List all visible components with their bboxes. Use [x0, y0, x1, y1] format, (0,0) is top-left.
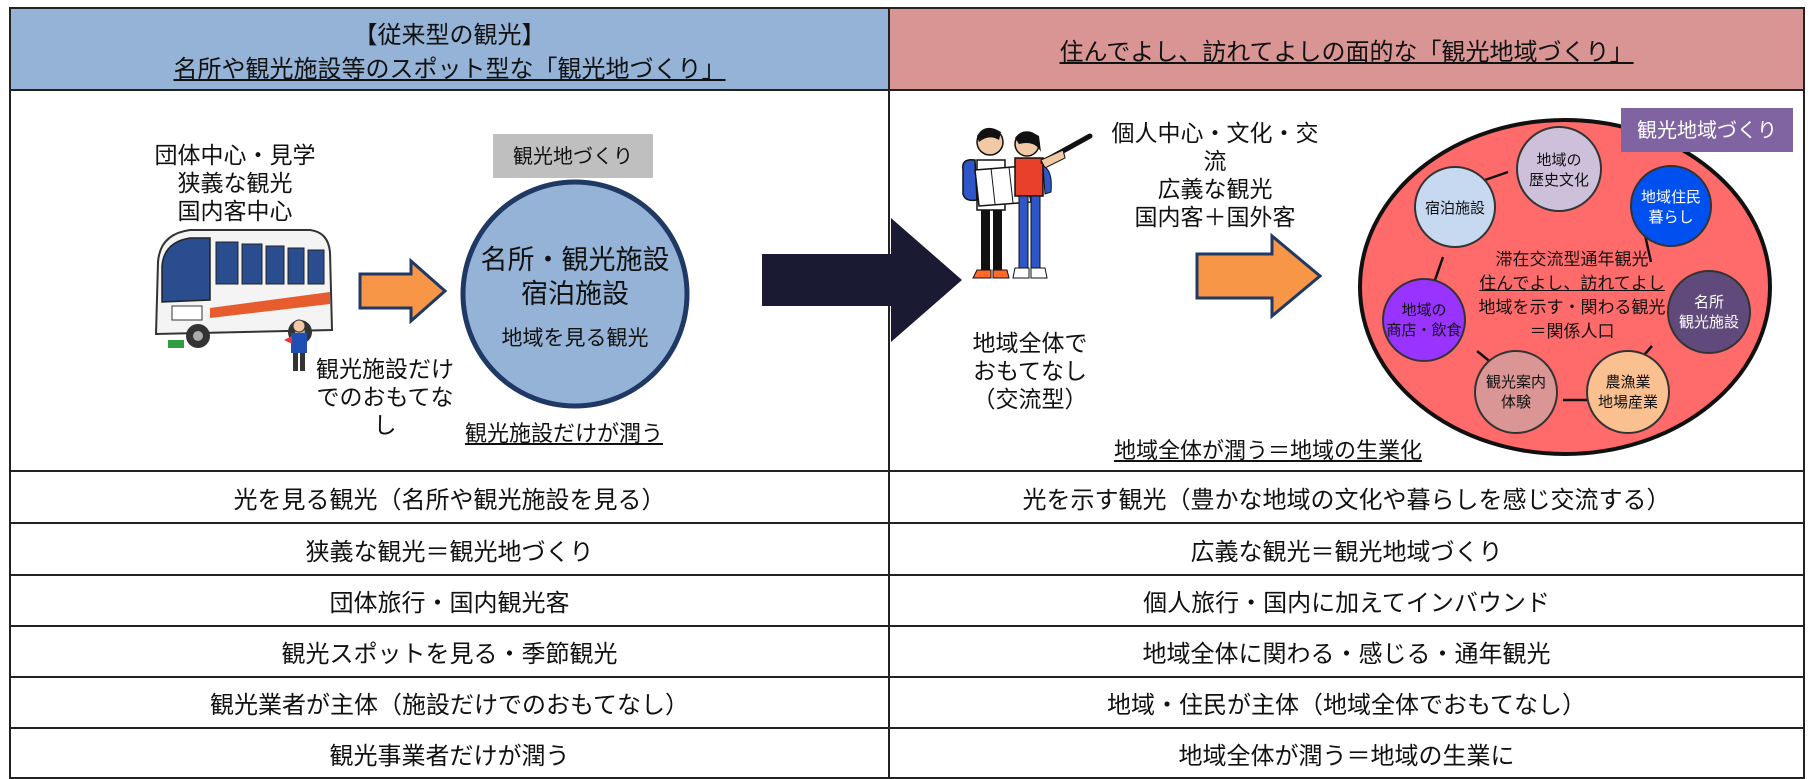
comparison-row-right: 個人旅行・国内に加えてインバウンド: [888, 574, 1805, 627]
guide-person-illustration: [284, 319, 307, 371]
left-header-subtitle: 名所や観光施設等のスポット型な「観光地づくり」: [173, 55, 726, 83]
node-residents-life-l2: 暮らし: [1648, 208, 1694, 226]
left-feature-2: 狭義な観光: [177, 171, 293, 197]
right-hospitality-line1: 地域全体で: [972, 331, 1088, 357]
left-feature-3: 国内客中心: [177, 199, 293, 225]
ring-center-line1: 滞在交流型通年観光: [1495, 250, 1649, 270]
node-residents-life-l1: 地域住民: [1640, 188, 1701, 206]
circle-line3: 地域を見る観光: [501, 326, 649, 350]
node-famous-sites-l2: 観光施設: [1678, 313, 1739, 331]
comparison-row-left: 狭義な観光＝観光地づくり: [9, 522, 890, 576]
left-diagram-panel: [9, 89, 890, 472]
travelers-illustration: [962, 127, 1093, 279]
right-feature-2: 広義な観光: [1157, 177, 1273, 203]
node-history-culture-l2: 歴史文化: [1528, 171, 1589, 189]
ring-center-line4: ＝関係人口: [1529, 322, 1615, 342]
comparison-row-left: 観光業者が主体（施設だけでのおもてなし）: [9, 676, 890, 729]
ring-center-line3: 地域を示す・関わる観光: [1478, 298, 1666, 318]
node-shops-dining-l1: 地域の: [1401, 301, 1447, 319]
ring-center-text: 滞在交流型通年観光 住んでよし、訪れてよし 地域を示す・関わる観光 ＝関係人口: [1464, 248, 1680, 344]
right-feature-3: 国内客＋国外客: [1134, 205, 1296, 231]
regional-tourism-badge: 観光地域づくり: [1621, 108, 1793, 152]
left-header-title: 【従来型の観光】: [353, 21, 546, 49]
right-features: 個人中心・文化・交流 広義な観光 国内客＋国外客: [1105, 120, 1325, 232]
left-header: 【従来型の観光】 名所や観光施設等のスポット型な「観光地づくり」: [9, 7, 890, 91]
comparison-row-right: 地域・住民が主体（地域全体でおもてなし）: [888, 676, 1805, 729]
left-features: 団体中心・見学 狭義な観光 国内客中心: [150, 142, 320, 226]
node-residents-life: 地域住民 暮らし: [1630, 165, 1712, 247]
orange-right-arrow-2: [1195, 232, 1323, 320]
right-hospitality: 地域全体で おもてなし （交流型）: [955, 330, 1105, 414]
right-header-title: 住んでよし、訪れてよしの面的な「観光地域づくり」: [1059, 38, 1634, 66]
node-tour-guide-l2: 体験: [1500, 393, 1531, 411]
right-header: 住んでよし、訪れてよしの面的な「観光地域づくり」: [888, 7, 1805, 91]
left-hospitality: 観光施設だけ でのおもてなし: [305, 356, 465, 440]
node-tour-guide-l1: 観光案内: [1485, 373, 1546, 391]
node-famous-sites: 名所 観光施設: [1667, 270, 1751, 354]
left-hospitality-line1: 観光施設だけ: [316, 357, 454, 383]
comparison-row-left: 光を見る観光（名所や観光施設を見る）: [9, 470, 890, 524]
circle-line2: 宿泊施設: [521, 279, 629, 310]
node-history-culture-l1: 地域の: [1536, 151, 1582, 169]
circle-line1: 名所・観光施設: [480, 245, 670, 276]
node-tour-guide: 観光案内 体験: [1474, 350, 1558, 434]
right-benefit: 地域全体が潤う＝地域の生業化: [1114, 439, 1423, 464]
node-agriculture-l2: 地場産業: [1597, 393, 1658, 411]
node-agriculture: 農漁業 地場産業: [1586, 350, 1670, 434]
right-hospitality-line2: おもてなし: [972, 359, 1088, 385]
node-accommodation: 宿泊施設: [1414, 166, 1496, 248]
left-hospitality-line2: でのおもてなし: [316, 385, 454, 439]
comparison-row-right: 地域全体が潤う＝地域の生業に: [888, 727, 1805, 779]
right-hospitality-line3: （交流型）: [972, 387, 1088, 413]
comparison-row-right: 地域全体に関わる・感じる・通年観光: [888, 625, 1805, 678]
node-accommodation-l1: 宿泊施設: [1424, 199, 1485, 217]
big-right-arrow: [762, 218, 962, 342]
bus-illustration: [154, 229, 334, 348]
comparison-row-left: 観光事業者だけが潤う: [9, 727, 890, 779]
node-famous-sites-l1: 名所: [1693, 293, 1724, 311]
left-benefit: 観光施設だけが潤う: [465, 422, 664, 447]
right-feature-1: 個人中心・文化・交流: [1111, 121, 1319, 175]
node-shops-dining: 地域の 商店・飲食: [1382, 278, 1466, 362]
comparison-row-left: 観光スポットを見る・季節観光: [9, 625, 890, 678]
comparison-row-right: 広義な観光＝観光地域づくり: [888, 522, 1805, 576]
node-agriculture-l1: 農漁業: [1605, 373, 1651, 391]
orange-right-arrow: [358, 258, 448, 324]
node-history-culture: 地域の 歴史文化: [1516, 126, 1602, 212]
box-label: 観光地づくり: [493, 134, 653, 178]
comparison-row-left: 団体旅行・国内観光客: [9, 574, 890, 627]
tourism-spot-circle: [460, 179, 690, 409]
comparison-row-right: 光を示す観光（豊かな地域の文化や暮らしを感じ交流する）: [888, 470, 1805, 524]
left-feature-1: 団体中心・見学: [154, 143, 316, 169]
ring-center-line2: 住んでよし、訪れてよし: [1479, 274, 1665, 294]
node-shops-dining-l2: 商店・飲食: [1386, 321, 1462, 339]
